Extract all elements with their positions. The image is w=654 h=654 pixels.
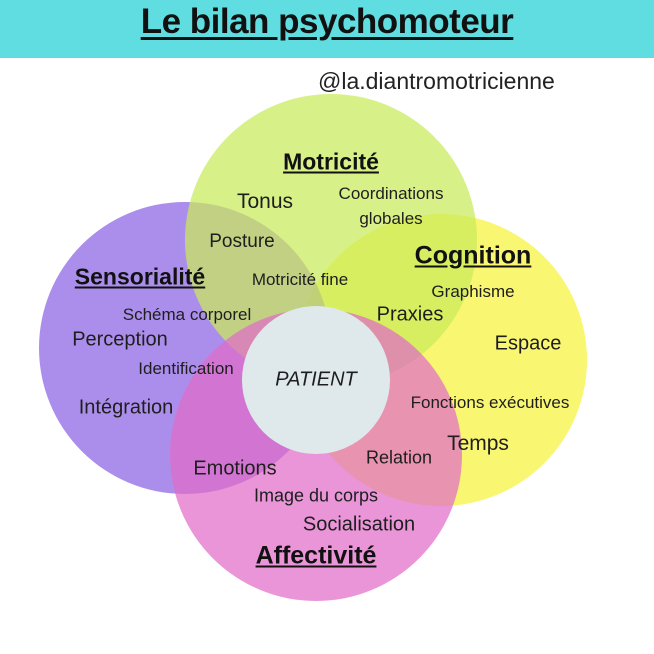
socialisation-label: Socialisation bbox=[302, 513, 416, 536]
image-du-corps-label: Image du corps bbox=[253, 485, 379, 506]
praxies-label: Praxies bbox=[376, 303, 444, 326]
coordinations-label-line2: globales bbox=[359, 209, 423, 228]
integration-label: Intégration bbox=[78, 396, 174, 419]
motricite-heading: Motricité bbox=[283, 148, 379, 175]
perception-label: Perception bbox=[72, 328, 168, 351]
title-banner bbox=[0, 0, 654, 58]
patient-label: PATIENT bbox=[275, 368, 357, 391]
graphisme-label: Graphisme bbox=[431, 282, 515, 301]
emotions-label: Emotions bbox=[193, 457, 277, 480]
affectivite-heading: Affectivité bbox=[255, 541, 377, 570]
relation-label: Relation bbox=[365, 447, 433, 468]
patient-center-circle bbox=[242, 306, 390, 454]
sensorialite-heading: Sensorialité bbox=[74, 263, 206, 290]
fonctions-executives-label: Fonctions exécutives bbox=[410, 393, 570, 412]
coordinations-label-line1: Coordinations bbox=[338, 184, 444, 203]
author-handle: @la.diantromotricienne bbox=[318, 68, 555, 94]
motricite-circle bbox=[185, 94, 477, 386]
schema-corporel-label: Schéma corporel bbox=[122, 305, 252, 324]
temps-label: Temps bbox=[447, 432, 509, 455]
page-title: Le bilan psychomoteur bbox=[140, 2, 514, 41]
cognition-heading: Cognition bbox=[414, 241, 532, 270]
motricite-fine-label: Motricité fine bbox=[251, 270, 349, 289]
identification-label: Identification bbox=[138, 359, 234, 378]
tonus-label: Tonus bbox=[236, 190, 294, 213]
posture-label: Posture bbox=[209, 231, 275, 252]
espace-label: Espace bbox=[494, 332, 562, 355]
